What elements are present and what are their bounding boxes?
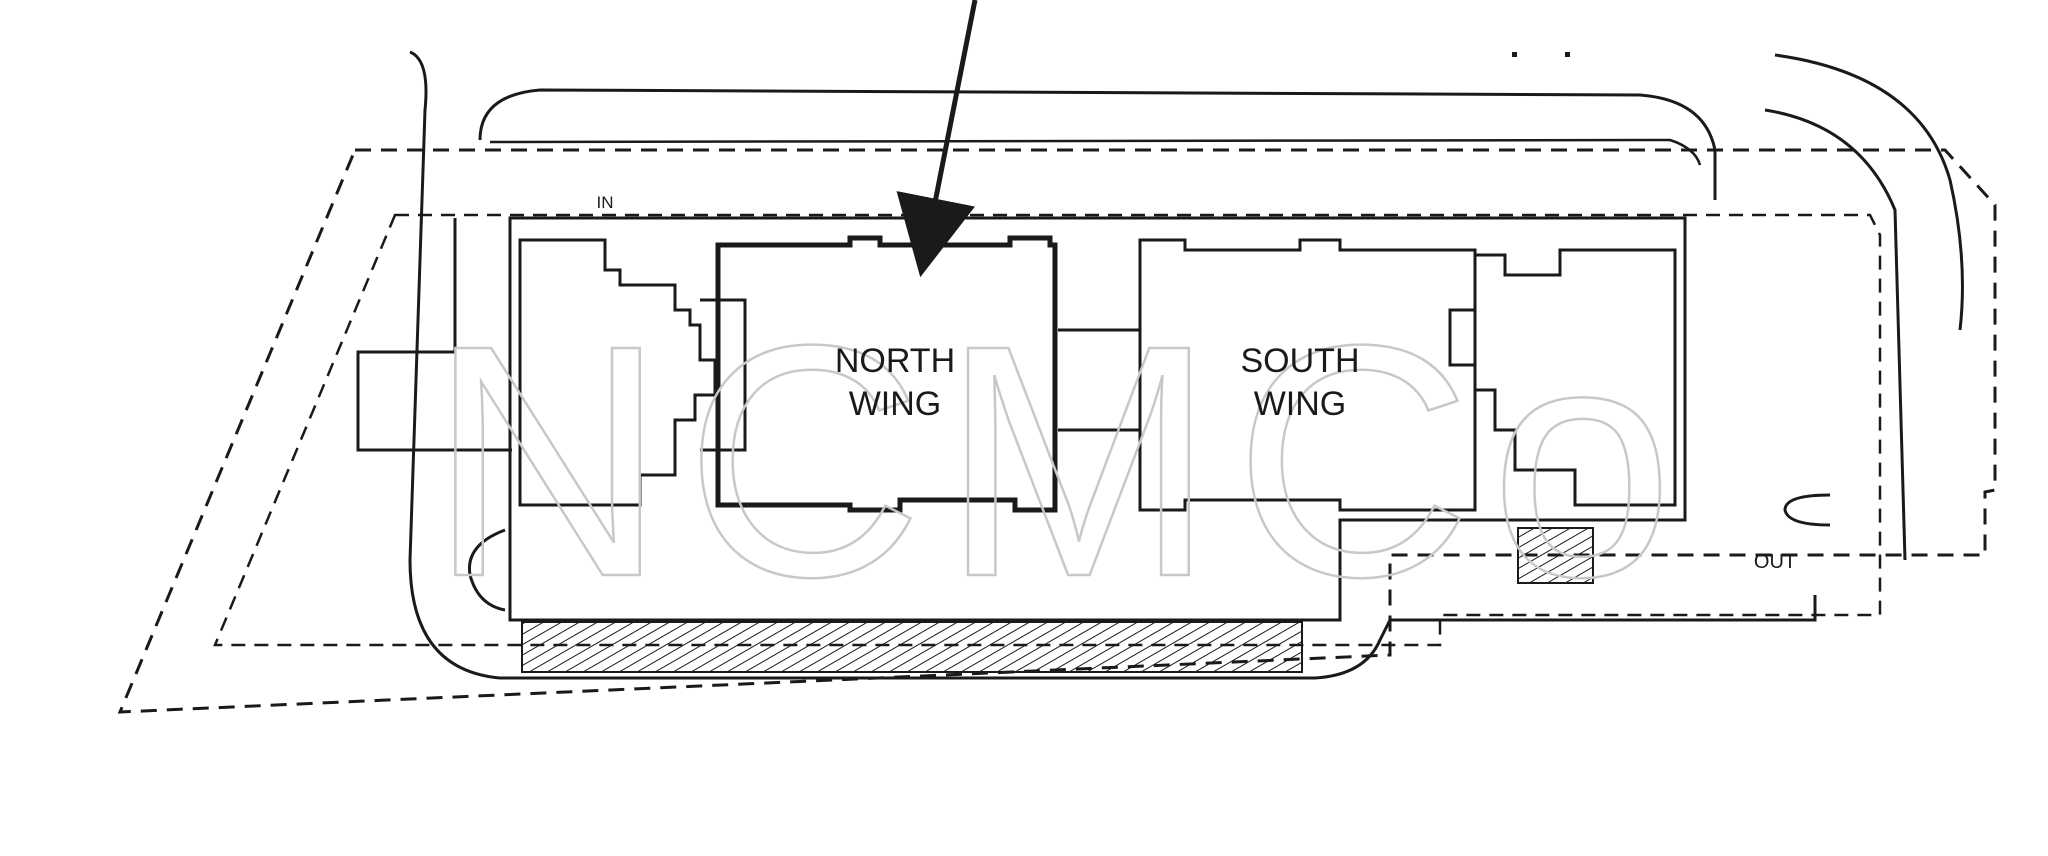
pointer-arrow — [896, 0, 978, 278]
setback-line — [213, 213, 1882, 647]
top-mark-right — [1565, 52, 1570, 57]
curb-island-right — [1783, 493, 1831, 527]
watermark: NCMCo — [428, 276, 1691, 645]
south-wing-label-line1: SOUTH — [1241, 342, 1360, 380]
building-west-connector — [700, 298, 747, 452]
building-east — [1448, 248, 1677, 507]
exit-label: OUT — [1754, 551, 1796, 573]
entry-walk — [356, 218, 512, 452]
driveway-right-inner — [1764, 108, 1907, 561]
corridor — [1058, 328, 1140, 432]
property-boundary — [117, 148, 1997, 714]
entrance-label: IN — [597, 193, 614, 212]
north-wing-label-line1: NORTH — [835, 342, 955, 380]
north-wing-label-line2: WING — [849, 385, 942, 423]
top-mark-left — [1512, 52, 1517, 57]
drive-inner-edge — [489, 138, 1702, 166]
driveway-right — [1774, 53, 1964, 331]
landscape-strip-south — [521, 621, 1303, 673]
parking-lot-outline — [508, 216, 1687, 622]
landscape-strip-east — [1517, 527, 1594, 584]
road-edge-left — [408, 50, 1817, 680]
north-wing-building — [715, 235, 1058, 513]
south-wing-label-line2: WING — [1254, 385, 1347, 423]
drive-outer-edge — [478, 88, 1717, 200]
building-west — [518, 238, 717, 507]
south-wing-building — [1138, 238, 1477, 512]
curb-island-left — [467, 528, 506, 612]
